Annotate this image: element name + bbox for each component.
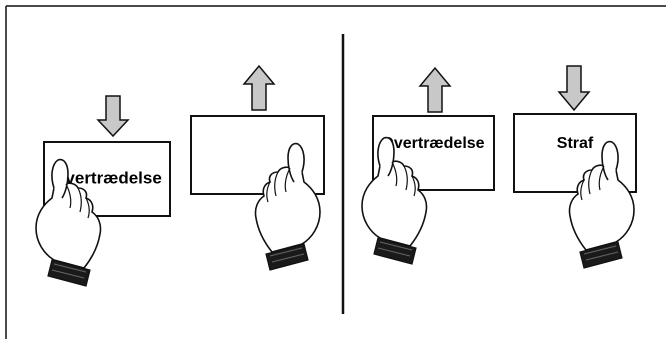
arrow-down-icon: [557, 65, 591, 112]
card-label: Straf: [557, 135, 594, 152]
arrow-down-icon: [96, 95, 130, 138]
card-label: Overtrædelse: [381, 135, 484, 152]
card-group-right-2: Straf: [513, 65, 637, 269]
card-group-left-2: [190, 64, 325, 271]
arrow-up-icon: [418, 66, 452, 113]
card-group-left-1: Overtrædelse: [35, 95, 171, 287]
card-label: Overtrædelse: [52, 168, 162, 187]
arrow-up-icon: [242, 64, 276, 111]
card-group-right-1: Overtrædelse: [361, 66, 495, 265]
